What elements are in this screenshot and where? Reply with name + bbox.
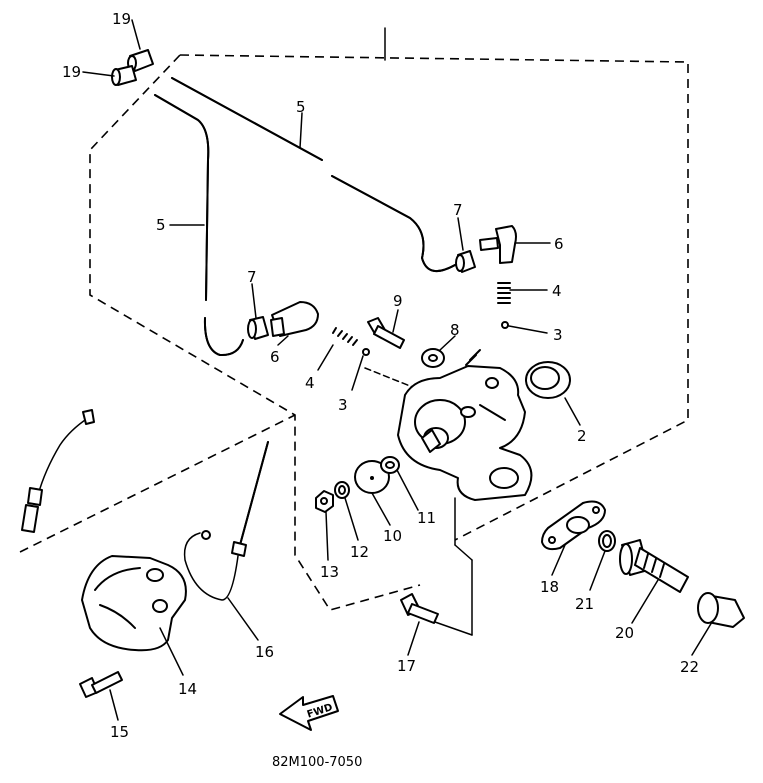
callout-19a: 19 <box>112 10 131 28</box>
oil-seal-part-2 <box>525 361 571 399</box>
gear-part-22 <box>697 592 745 628</box>
collar-part-19 <box>111 49 154 86</box>
callout-7a: 7 <box>453 201 463 219</box>
screw-part-15 <box>79 671 123 698</box>
oil-pump-body <box>397 349 533 501</box>
drive-shaft-part-20 <box>619 539 689 593</box>
callout-6a: 6 <box>554 235 564 253</box>
callout-5a: 5 <box>296 98 306 116</box>
callout-14: 14 <box>178 680 197 698</box>
callout-11: 11 <box>417 509 436 527</box>
gasket-part-18 <box>541 500 606 551</box>
elbow-fitting-part-6 <box>270 225 517 337</box>
callout-21: 21 <box>575 595 594 613</box>
washer-part-12 <box>334 481 350 499</box>
callout-4b: 4 <box>305 374 315 392</box>
callout-12: 12 <box>350 543 369 561</box>
cover-part-14 <box>81 555 187 652</box>
ball-part-3 <box>362 321 509 356</box>
washer-part-11 <box>380 456 400 474</box>
hose-part-5 <box>154 77 456 357</box>
washer-part-8 <box>421 348 445 368</box>
assembly-boundary <box>19 27 689 636</box>
callout-2: 2 <box>577 427 587 445</box>
callout-4a: 4 <box>552 282 562 300</box>
callout-8: 8 <box>450 321 460 339</box>
callout-20: 20 <box>615 624 634 642</box>
part-code: 82M100-7050 <box>272 755 362 770</box>
nut-part-13 <box>315 490 334 513</box>
callout-18: 18 <box>540 578 559 596</box>
callout-9: 9 <box>393 292 403 310</box>
lead-wire-connector <box>21 409 95 533</box>
clamp-part-7 <box>247 250 476 340</box>
callout-6b: 6 <box>270 348 280 366</box>
callout-22: 22 <box>680 658 699 676</box>
callout-7b: 7 <box>247 268 257 286</box>
bolt-part-17 <box>400 593 439 624</box>
callout-13: 13 <box>320 563 339 581</box>
callout-16: 16 <box>255 643 274 661</box>
callout-15: 15 <box>110 723 129 741</box>
callout-3a: 3 <box>553 326 563 344</box>
bolt-part-9 <box>367 317 405 349</box>
o-ring-part-21 <box>598 530 616 552</box>
callout-19b: 19 <box>62 63 81 81</box>
leader-lines <box>82 19 713 721</box>
callout-10: 10 <box>383 527 402 545</box>
callout-labels: 19 19 5 5 7 7 6 6 4 4 3 3 9 8 2 10 11 12… <box>62 10 699 741</box>
forward-direction-arrow: FWD <box>279 695 339 731</box>
spring-part-4 <box>332 282 511 346</box>
callout-3b: 3 <box>338 396 348 414</box>
callout-5b: 5 <box>156 216 166 234</box>
callout-17: 17 <box>397 657 416 675</box>
sensor-cable-part-16 <box>183 441 269 601</box>
